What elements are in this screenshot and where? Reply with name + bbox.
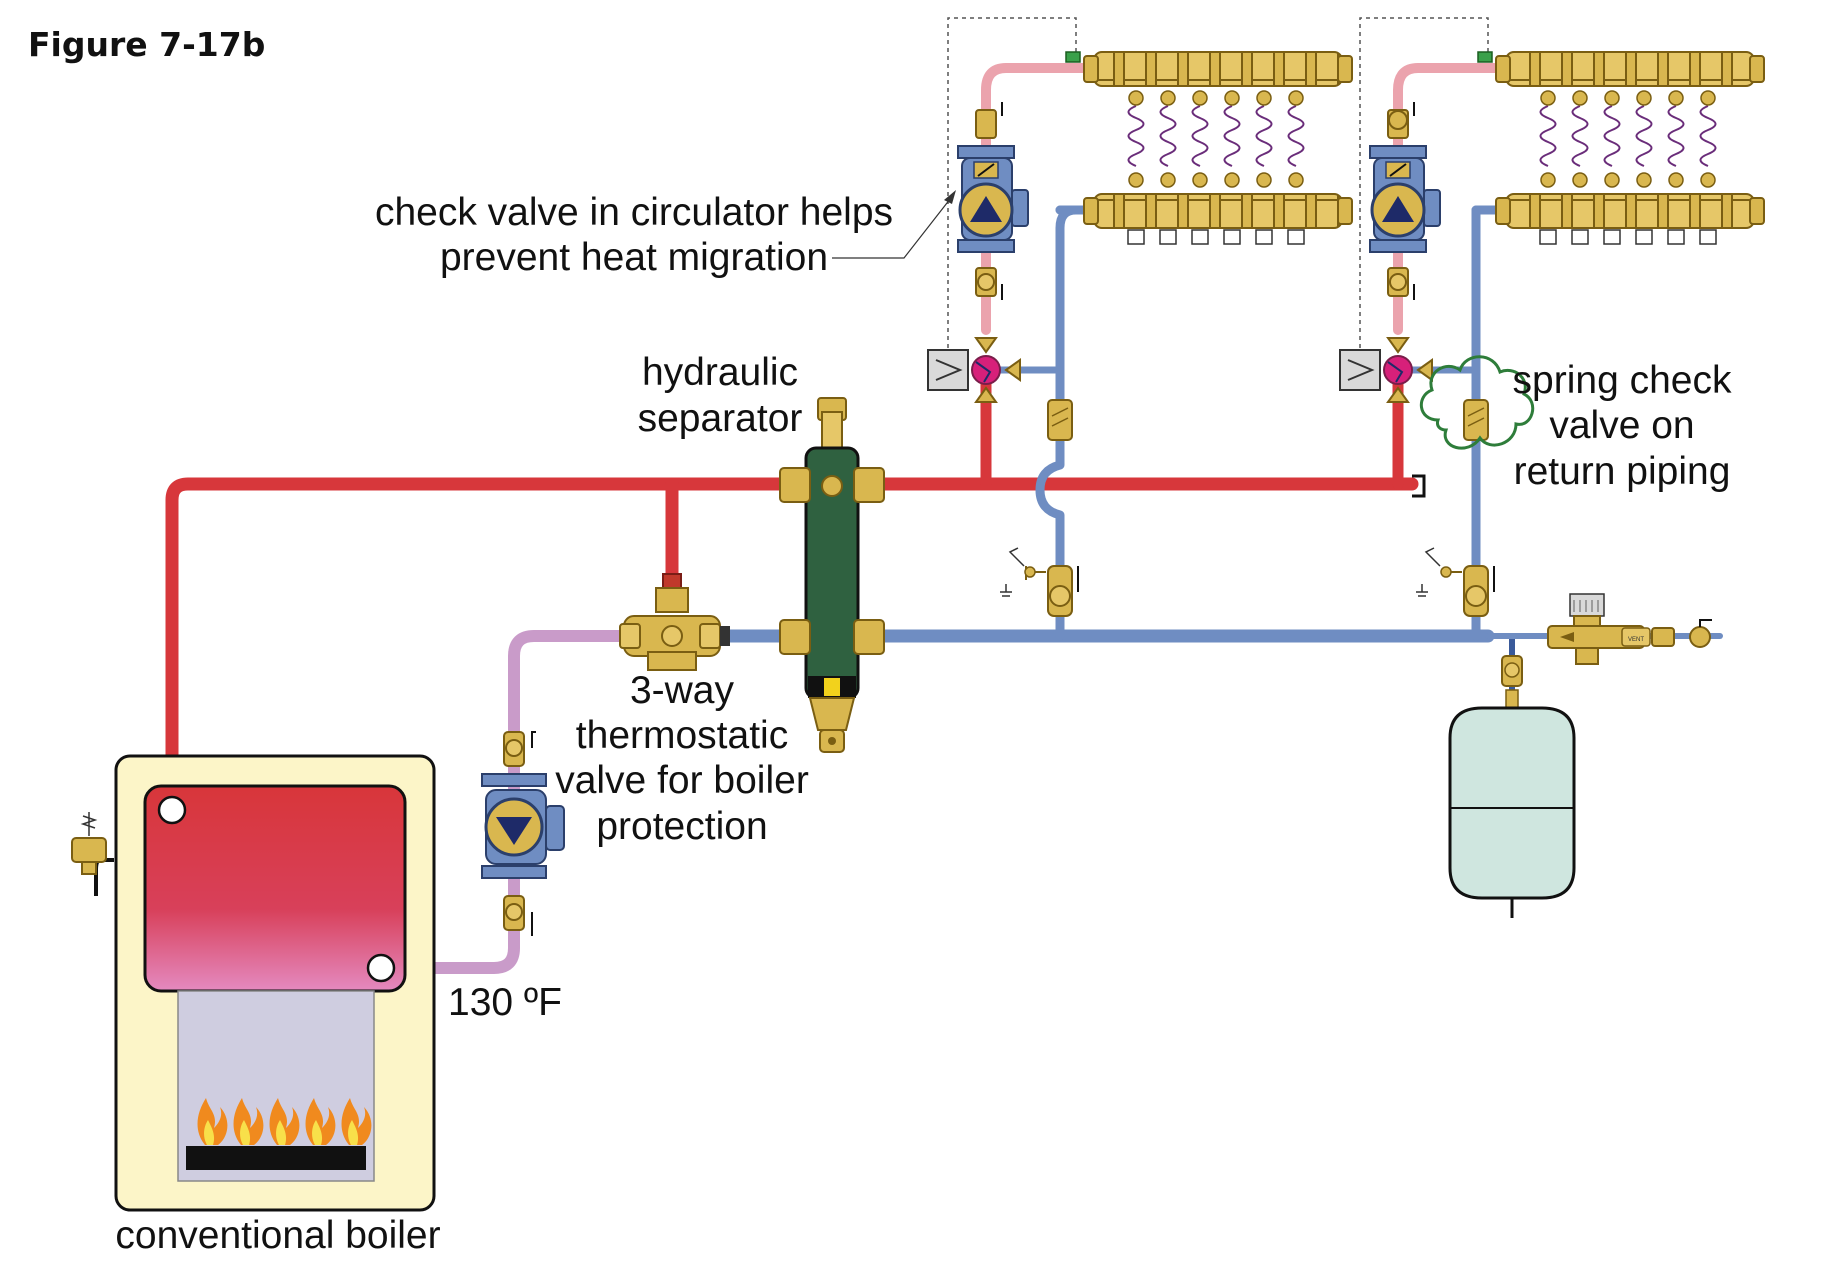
burner: [186, 1146, 366, 1170]
label-check-valve-1: check valve in circulator helps: [375, 191, 893, 234]
zone1-actuator: [927, 349, 969, 391]
label-thermo-2: thermostatic: [576, 714, 788, 757]
label-check-valve-2: prevent heat migration: [440, 236, 828, 279]
thermostatic-mixing-valve: [619, 573, 730, 671]
label-thermo-1: 3-way: [630, 669, 735, 712]
flame-icon: [197, 1098, 372, 1145]
pex-loops: [1127, 105, 1305, 167]
return-port: [366, 953, 396, 983]
manifold-zone2: [1477, 51, 1765, 245]
pump-direction-icon: [496, 817, 532, 845]
hydraulic-separator: [779, 397, 885, 753]
actuator-caps: [1539, 229, 1717, 245]
manifold-zone1: [1065, 51, 1353, 245]
piping: [165, 63, 1723, 974]
label-separator-1: hydraulic: [642, 351, 798, 394]
supply-manifold: [1093, 51, 1343, 87]
boiler-supply-pipe: [165, 477, 1419, 812]
relief-valve-icon: [71, 812, 114, 896]
label-boiler: conventional boiler: [115, 1214, 440, 1257]
label-thermo-4: protection: [596, 805, 767, 848]
boiler: [71, 754, 436, 1212]
label-thermo-3: valve for boiler: [555, 759, 809, 802]
vent-mark: VENT: [1628, 637, 1644, 643]
label-spring-3: return piping: [1514, 450, 1731, 493]
label-spring-1: spring check: [1513, 359, 1732, 402]
label-temperature: 130 ºF: [448, 981, 562, 1024]
manifold-ports: [1540, 90, 1716, 188]
zone2-manifold-supply: [1393, 63, 1517, 335]
zone2-station: [1339, 102, 1535, 617]
zone1-manifold-supply: [981, 63, 1105, 335]
boiler-circulator: [481, 731, 565, 936]
return-manifold: [1505, 193, 1755, 229]
fill-valve-assembly: VENT: [1547, 593, 1712, 665]
label-spring-2: valve on: [1549, 404, 1694, 447]
manifold-ports: [1128, 90, 1304, 188]
supply-port: [157, 795, 187, 825]
pex-loops: [1539, 105, 1717, 167]
zone1-station: [927, 102, 1079, 617]
figure-title: Figure 7-17b: [28, 25, 265, 64]
leader-line: [832, 193, 955, 259]
actuator-caps: [1127, 229, 1305, 245]
highlight-cloud: [1420, 355, 1535, 450]
labels: check valve in circulator helps prevent …: [115, 191, 1732, 1257]
control-wiring: [947, 17, 1489, 372]
return-manifold: [1093, 193, 1343, 229]
leader-arrow: [944, 190, 956, 204]
supply-manifold: [1505, 51, 1755, 87]
label-separator-2: separator: [638, 397, 803, 440]
expansion-tank: [1448, 655, 1576, 918]
